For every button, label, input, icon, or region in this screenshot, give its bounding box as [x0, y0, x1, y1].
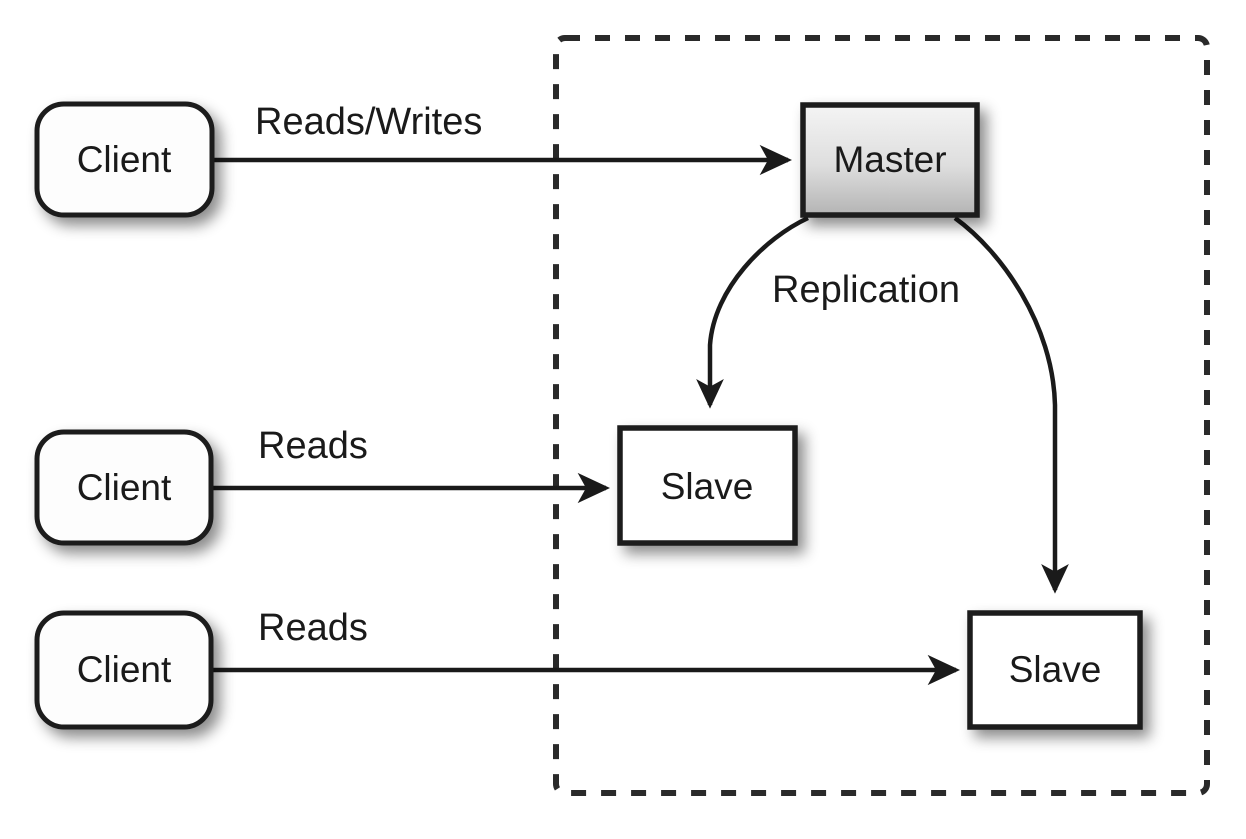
client-top-label: Client [77, 139, 172, 180]
client-bottom-label: Client [77, 649, 172, 690]
node-master[interactable]: Master [800, 102, 980, 218]
node-client-top[interactable]: Client [34, 101, 215, 218]
slave-upper-shape [617, 425, 798, 546]
master-label: Master [833, 139, 946, 180]
master-shape [800, 102, 980, 218]
slave-lower-shape [967, 610, 1143, 730]
node-client-middle[interactable]: Client [34, 429, 214, 546]
client-top-shape [34, 101, 215, 218]
slave-upper-label: Slave [661, 466, 754, 507]
replication-cluster-boundary [553, 35, 1210, 796]
slave-lower-label: Slave [1009, 649, 1102, 690]
edge-label-reads-middle: Reads [258, 425, 368, 467]
node-slave-lower[interactable]: Slave [967, 610, 1143, 730]
edge-master-to-slave-lower [953, 216, 1069, 594]
edge-master-to-slave-upper [696, 215, 809, 409]
node-client-bottom[interactable]: Client [34, 610, 214, 730]
edge-label-reads-writes: Reads/Writes [255, 101, 482, 143]
edge-label-replication: Replication [772, 269, 960, 311]
client-middle-shape [34, 429, 214, 546]
client-bottom-shape [34, 610, 214, 730]
node-slave-upper[interactable]: Slave [617, 425, 798, 546]
client-middle-label: Client [77, 467, 172, 508]
edge-label-reads-bottom: Reads [258, 607, 368, 649]
